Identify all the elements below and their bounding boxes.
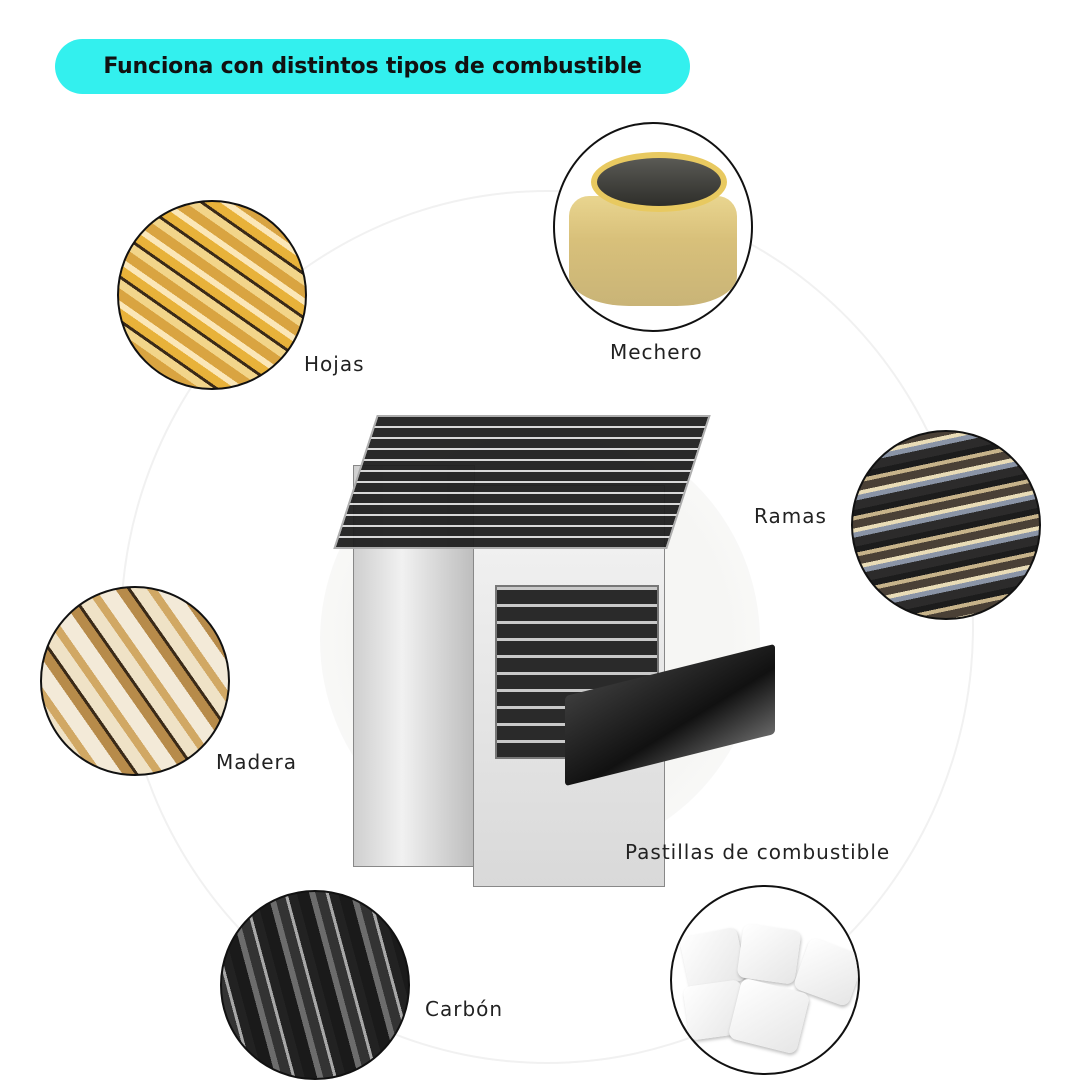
fuel-label-hojas: Hojas bbox=[304, 352, 365, 376]
stove-grill bbox=[333, 415, 711, 549]
fuel-label-pastillas: Pastillas de combustible bbox=[625, 840, 891, 864]
fuel-label-ramas: Ramas bbox=[754, 504, 827, 528]
fuel-image-hojas bbox=[117, 200, 307, 390]
title-banner: Funciona con distintos tipos de combusti… bbox=[55, 39, 690, 94]
stove-image bbox=[333, 415, 775, 890]
page-title: Funciona con distintos tipos de combusti… bbox=[103, 54, 642, 79]
fuel-label-carbon: Carbón bbox=[425, 997, 504, 1021]
fuel-image-madera bbox=[40, 586, 230, 776]
fuel-image-carbon bbox=[220, 890, 410, 1080]
fuel-image-pastillas bbox=[670, 885, 860, 1075]
fuel-label-mechero: Mechero bbox=[610, 340, 703, 364]
fuel-tablet bbox=[736, 923, 802, 985]
fuel-image-mechero bbox=[553, 122, 753, 332]
fuel-image-ramas bbox=[851, 430, 1041, 620]
burner-lid bbox=[591, 152, 727, 212]
burner-body bbox=[569, 196, 737, 306]
fuel-label-madera: Madera bbox=[216, 750, 297, 774]
